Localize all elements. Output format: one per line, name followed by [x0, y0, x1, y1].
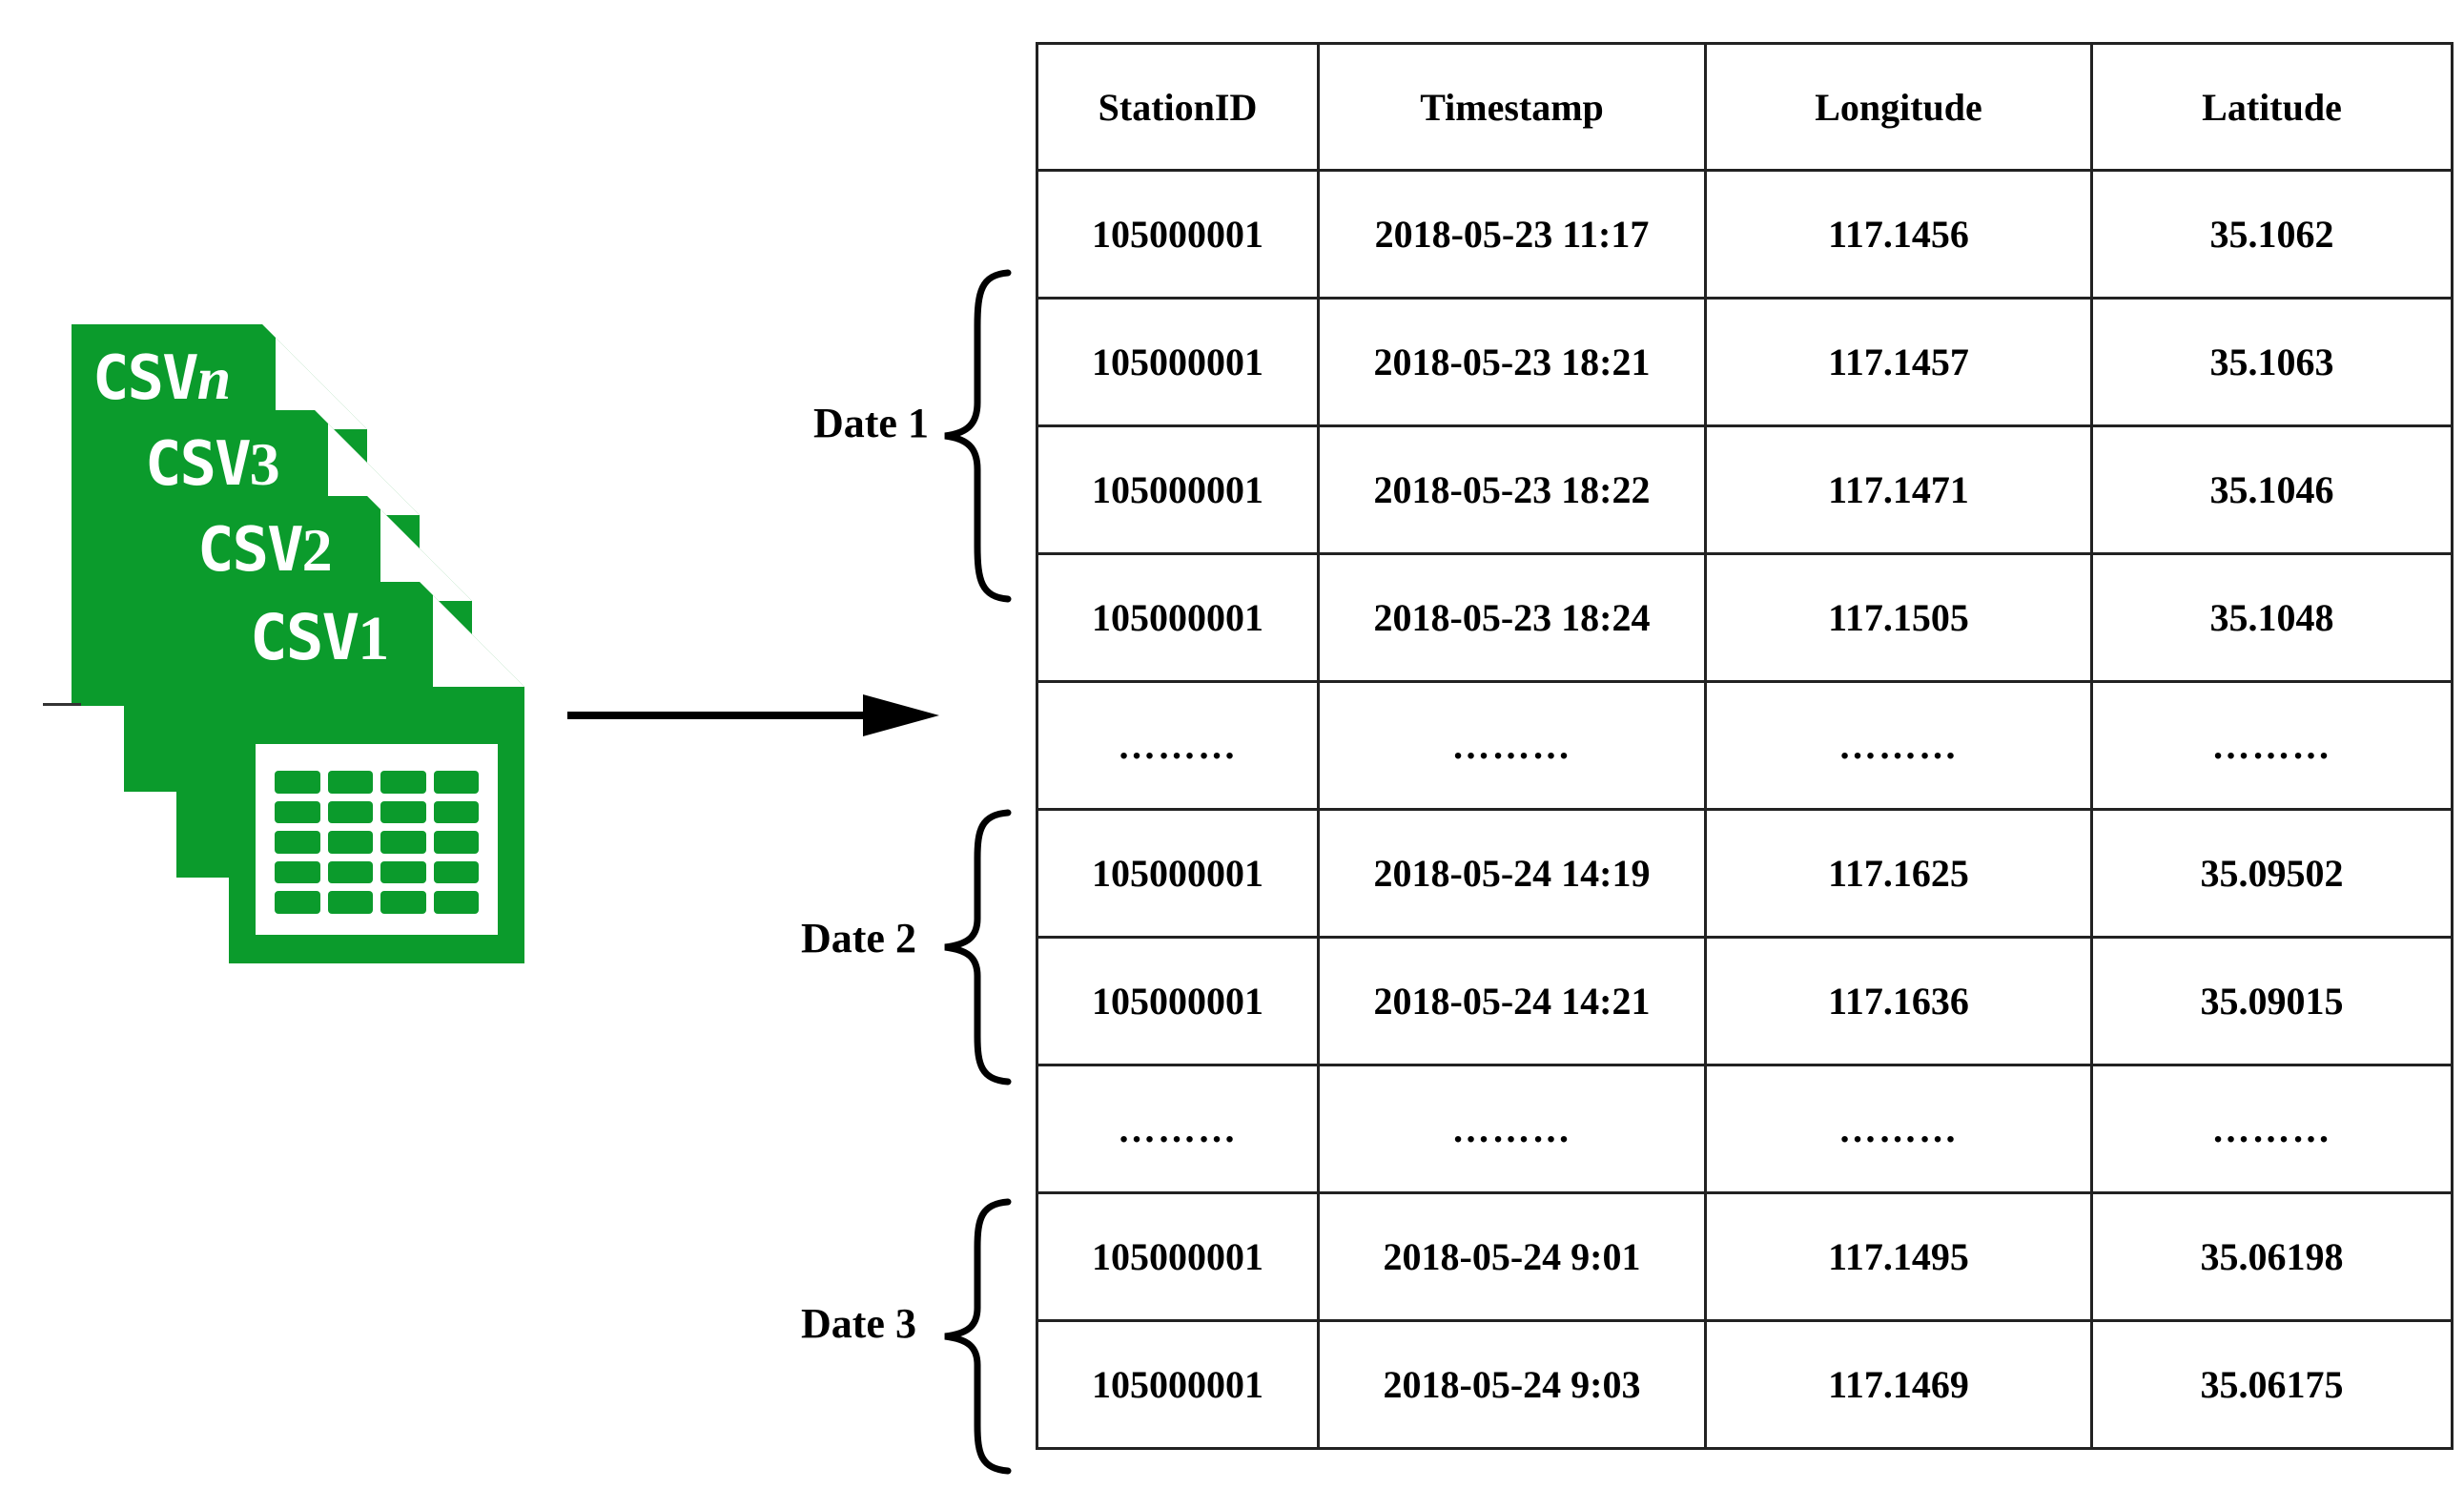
cell-latitude: 35.1063 [2090, 297, 2454, 427]
table-row-ellipsis: ……… ……… ……… ……… [1036, 680, 2454, 811]
table-row: 105000001 2018-05-23 11:17 117.1456 35.1… [1036, 169, 2454, 300]
date-2-label: Date 2 [801, 915, 916, 962]
cell-latitude: 35.1046 [2090, 424, 2454, 555]
cell-latitude: 35.06198 [2090, 1191, 2454, 1322]
csv-file-1-icon: CSV1 [229, 582, 524, 963]
cell-latitude: 35.1062 [2090, 169, 2454, 300]
cell-timestamp: 2018-05-24 14:21 [1317, 936, 1707, 1066]
cell-longitude: 117.1456 [1704, 169, 2093, 300]
cell-timestamp: 2018-05-23 18:21 [1317, 297, 1707, 427]
curly-brace-date-1-icon [944, 269, 1012, 603]
csv-3-suffix: 3 [249, 430, 280, 498]
cell-latitude: 35.09015 [2090, 936, 2454, 1066]
cell-ellipsis: ……… [2090, 1064, 2454, 1194]
cell-longitude: 117.1495 [1704, 1191, 2093, 1322]
cell-longitude: 117.1505 [1704, 552, 2093, 683]
header-timestamp: Timestamp [1317, 42, 1707, 172]
csv-n-suffix: n [196, 344, 232, 412]
spreadsheet-grid-icon [256, 744, 498, 935]
table-row: 105000001 2018-05-23 18:24 117.1505 35.1… [1036, 552, 2454, 683]
cell-ellipsis: ……… [1704, 1064, 2093, 1194]
cell-latitude: 35.09502 [2090, 808, 2454, 939]
table-header-row: StationID Timestamp Longitude Latitude [1036, 42, 2454, 172]
csv-file-stack: CSVn CSV3 CSV2 CSV1 [38, 315, 572, 1002]
header-stationid: StationID [1036, 42, 1320, 172]
cell-longitude: 117.1471 [1704, 424, 2093, 555]
table-row: 105000001 2018-05-24 9:01 117.1495 35.06… [1036, 1191, 2454, 1322]
header-longitude: Longitude [1704, 42, 2093, 172]
cell-stationid: 105000001 [1036, 169, 1320, 300]
cell-stationid: 105000001 [1036, 936, 1320, 1066]
cell-stationid: 105000001 [1036, 297, 1320, 427]
header-latitude: Latitude [2090, 42, 2454, 172]
curly-brace-date-2-icon [944, 809, 1012, 1086]
cell-stationid: 105000001 [1036, 808, 1320, 939]
table-row: 105000001 2018-05-24 9:03 117.1469 35.06… [1036, 1319, 2454, 1450]
cell-stationid: 105000001 [1036, 1191, 1320, 1322]
csv-1-suffix: 1 [358, 604, 389, 673]
csv-1-label: CSV [250, 601, 359, 674]
station-data-table: StationID Timestamp Longitude Latitude 1… [1036, 42, 2454, 1450]
cell-ellipsis: ……… [1036, 680, 1320, 811]
cell-longitude: 117.1636 [1704, 936, 2093, 1066]
cell-longitude: 117.1457 [1704, 297, 2093, 427]
cell-longitude: 117.1625 [1704, 808, 2093, 939]
cell-ellipsis: ……… [1704, 680, 2093, 811]
cell-ellipsis: ……… [2090, 680, 2454, 811]
cell-timestamp: 2018-05-24 14:19 [1317, 808, 1707, 939]
csv-3-label: CSV [145, 429, 252, 500]
csv-n-label: CSV [92, 343, 199, 414]
table-row-ellipsis: ……… ……… ……… ……… [1036, 1064, 2454, 1194]
cell-stationid: 105000001 [1036, 424, 1320, 555]
right-arrow-icon [567, 694, 939, 736]
csv-2-suffix: 2 [301, 516, 333, 584]
cell-stationid: 105000001 [1036, 552, 1320, 683]
csv-2-label: CSV [197, 515, 304, 586]
date-3-label: Date 3 [801, 1300, 916, 1347]
table-row: 105000001 2018-05-23 18:21 117.1457 35.1… [1036, 297, 2454, 427]
cell-ellipsis: ……… [1317, 680, 1707, 811]
table-row: 105000001 2018-05-24 14:21 117.1636 35.0… [1036, 936, 2454, 1066]
cell-timestamp: 2018-05-24 9:01 [1317, 1191, 1707, 1322]
cell-stationid: 105000001 [1036, 1319, 1320, 1450]
cell-timestamp: 2018-05-24 9:03 [1317, 1319, 1707, 1450]
cell-longitude: 117.1469 [1704, 1319, 2093, 1450]
cell-ellipsis: ……… [1317, 1064, 1707, 1194]
table-row: 105000001 2018-05-24 14:19 117.1625 35.0… [1036, 808, 2454, 939]
table-row: 105000001 2018-05-23 18:22 117.1471 35.1… [1036, 424, 2454, 555]
cell-ellipsis: ……… [1036, 1064, 1320, 1194]
date-1-label: Date 1 [813, 400, 929, 446]
cell-timestamp: 2018-05-23 18:24 [1317, 552, 1707, 683]
cell-latitude: 35.06175 [2090, 1319, 2454, 1450]
cell-latitude: 35.1048 [2090, 552, 2454, 683]
cell-timestamp: 2018-05-23 18:22 [1317, 424, 1707, 555]
curly-brace-date-3-icon [944, 1198, 1012, 1475]
cell-timestamp: 2018-05-23 11:17 [1317, 169, 1707, 300]
